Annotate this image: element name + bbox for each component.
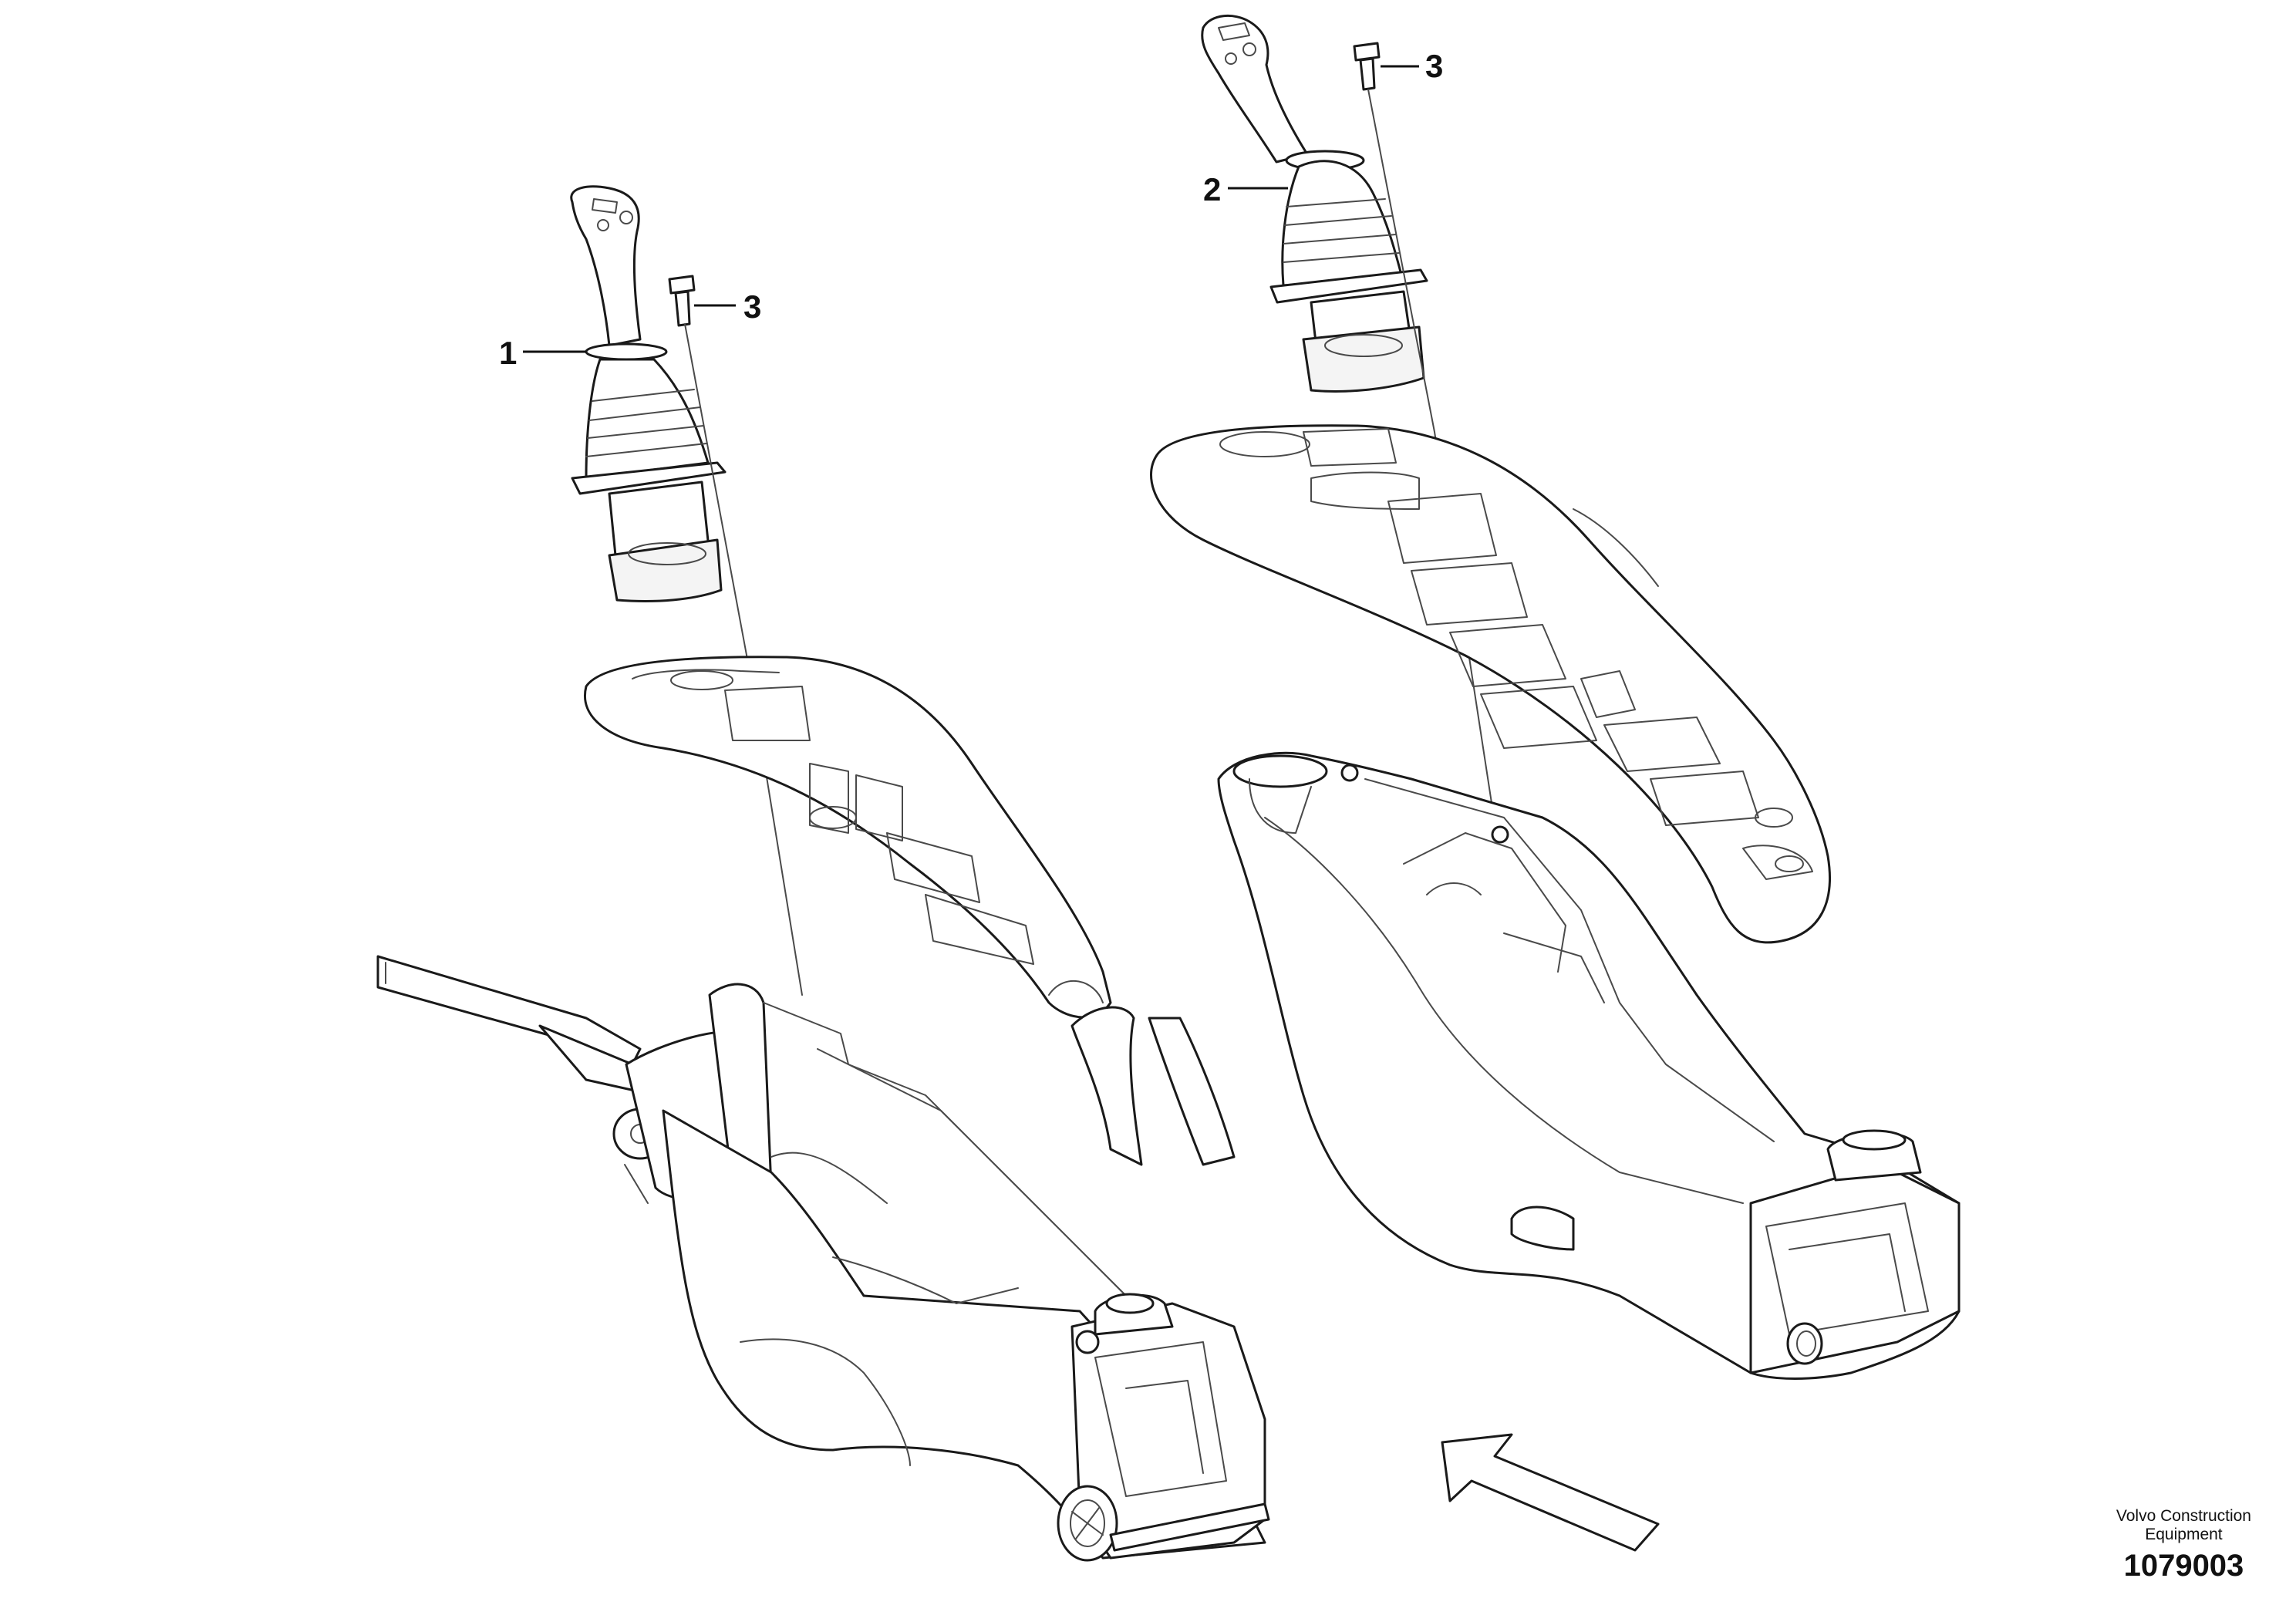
callout-label: 3 (743, 288, 761, 325)
callout-3-right: 3 (1381, 48, 1443, 84)
callout-1: 1 (499, 335, 586, 371)
document-number: 1079003 (2123, 1549, 2244, 1583)
left-joystick-assembly (376, 185, 1270, 1562)
company-name-line1: Volvo Construction (2116, 1507, 2251, 1525)
callout-label: 2 (1203, 171, 1221, 207)
document-footer: Volvo Construction Equipment 1079003 (2116, 1507, 2251, 1583)
forward-direction-arrow (1441, 1433, 1660, 1552)
company-name-line2: Equipment (2145, 1526, 2223, 1543)
callout-2: 2 (1203, 171, 1288, 207)
callout-3-left: 3 (694, 288, 761, 325)
right-joystick-assembly (1150, 14, 1961, 1380)
callout-label: 1 (499, 335, 517, 371)
callout-label: 3 (1425, 48, 1443, 84)
